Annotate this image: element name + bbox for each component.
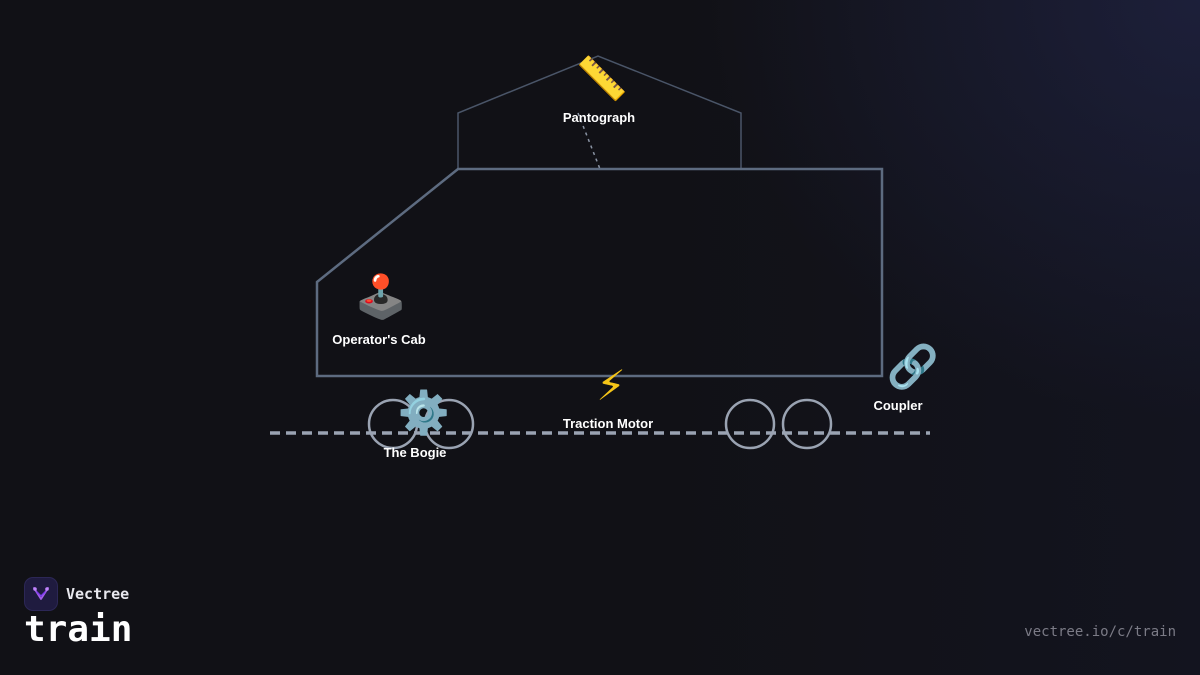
coupler-label: Coupler (873, 398, 923, 413)
vectree-logo-icon (24, 577, 58, 611)
wheel-rear-left (724, 398, 776, 450)
lightning-icon: ⚡ (596, 362, 626, 409)
gear-icon: ⚙️ (397, 389, 451, 436)
wheel-rear-right (781, 398, 833, 450)
pantograph-housing (457, 55, 742, 169)
wheel-front-right (423, 398, 475, 450)
joystick-icon: 🕹️ (354, 273, 408, 320)
page-title: train (24, 609, 133, 650)
pantograph-label: Pantograph (562, 110, 636, 125)
traction-motor-label: Traction Motor (562, 416, 654, 431)
operators-cab-label: Operator's Cab (332, 332, 426, 347)
brand-name: Vectree (66, 585, 130, 603)
pantograph-link (577, 112, 601, 170)
bogie-label: The Bogie (383, 445, 447, 460)
wheel-front-left (367, 398, 419, 450)
brand: Vectree (24, 577, 129, 611)
page-url: vectree.io/c/train (1024, 624, 1176, 640)
link-icon: 🔗 (886, 343, 940, 390)
locomotive-body (315, 167, 884, 378)
ruler-icon: 📏 (575, 55, 629, 102)
